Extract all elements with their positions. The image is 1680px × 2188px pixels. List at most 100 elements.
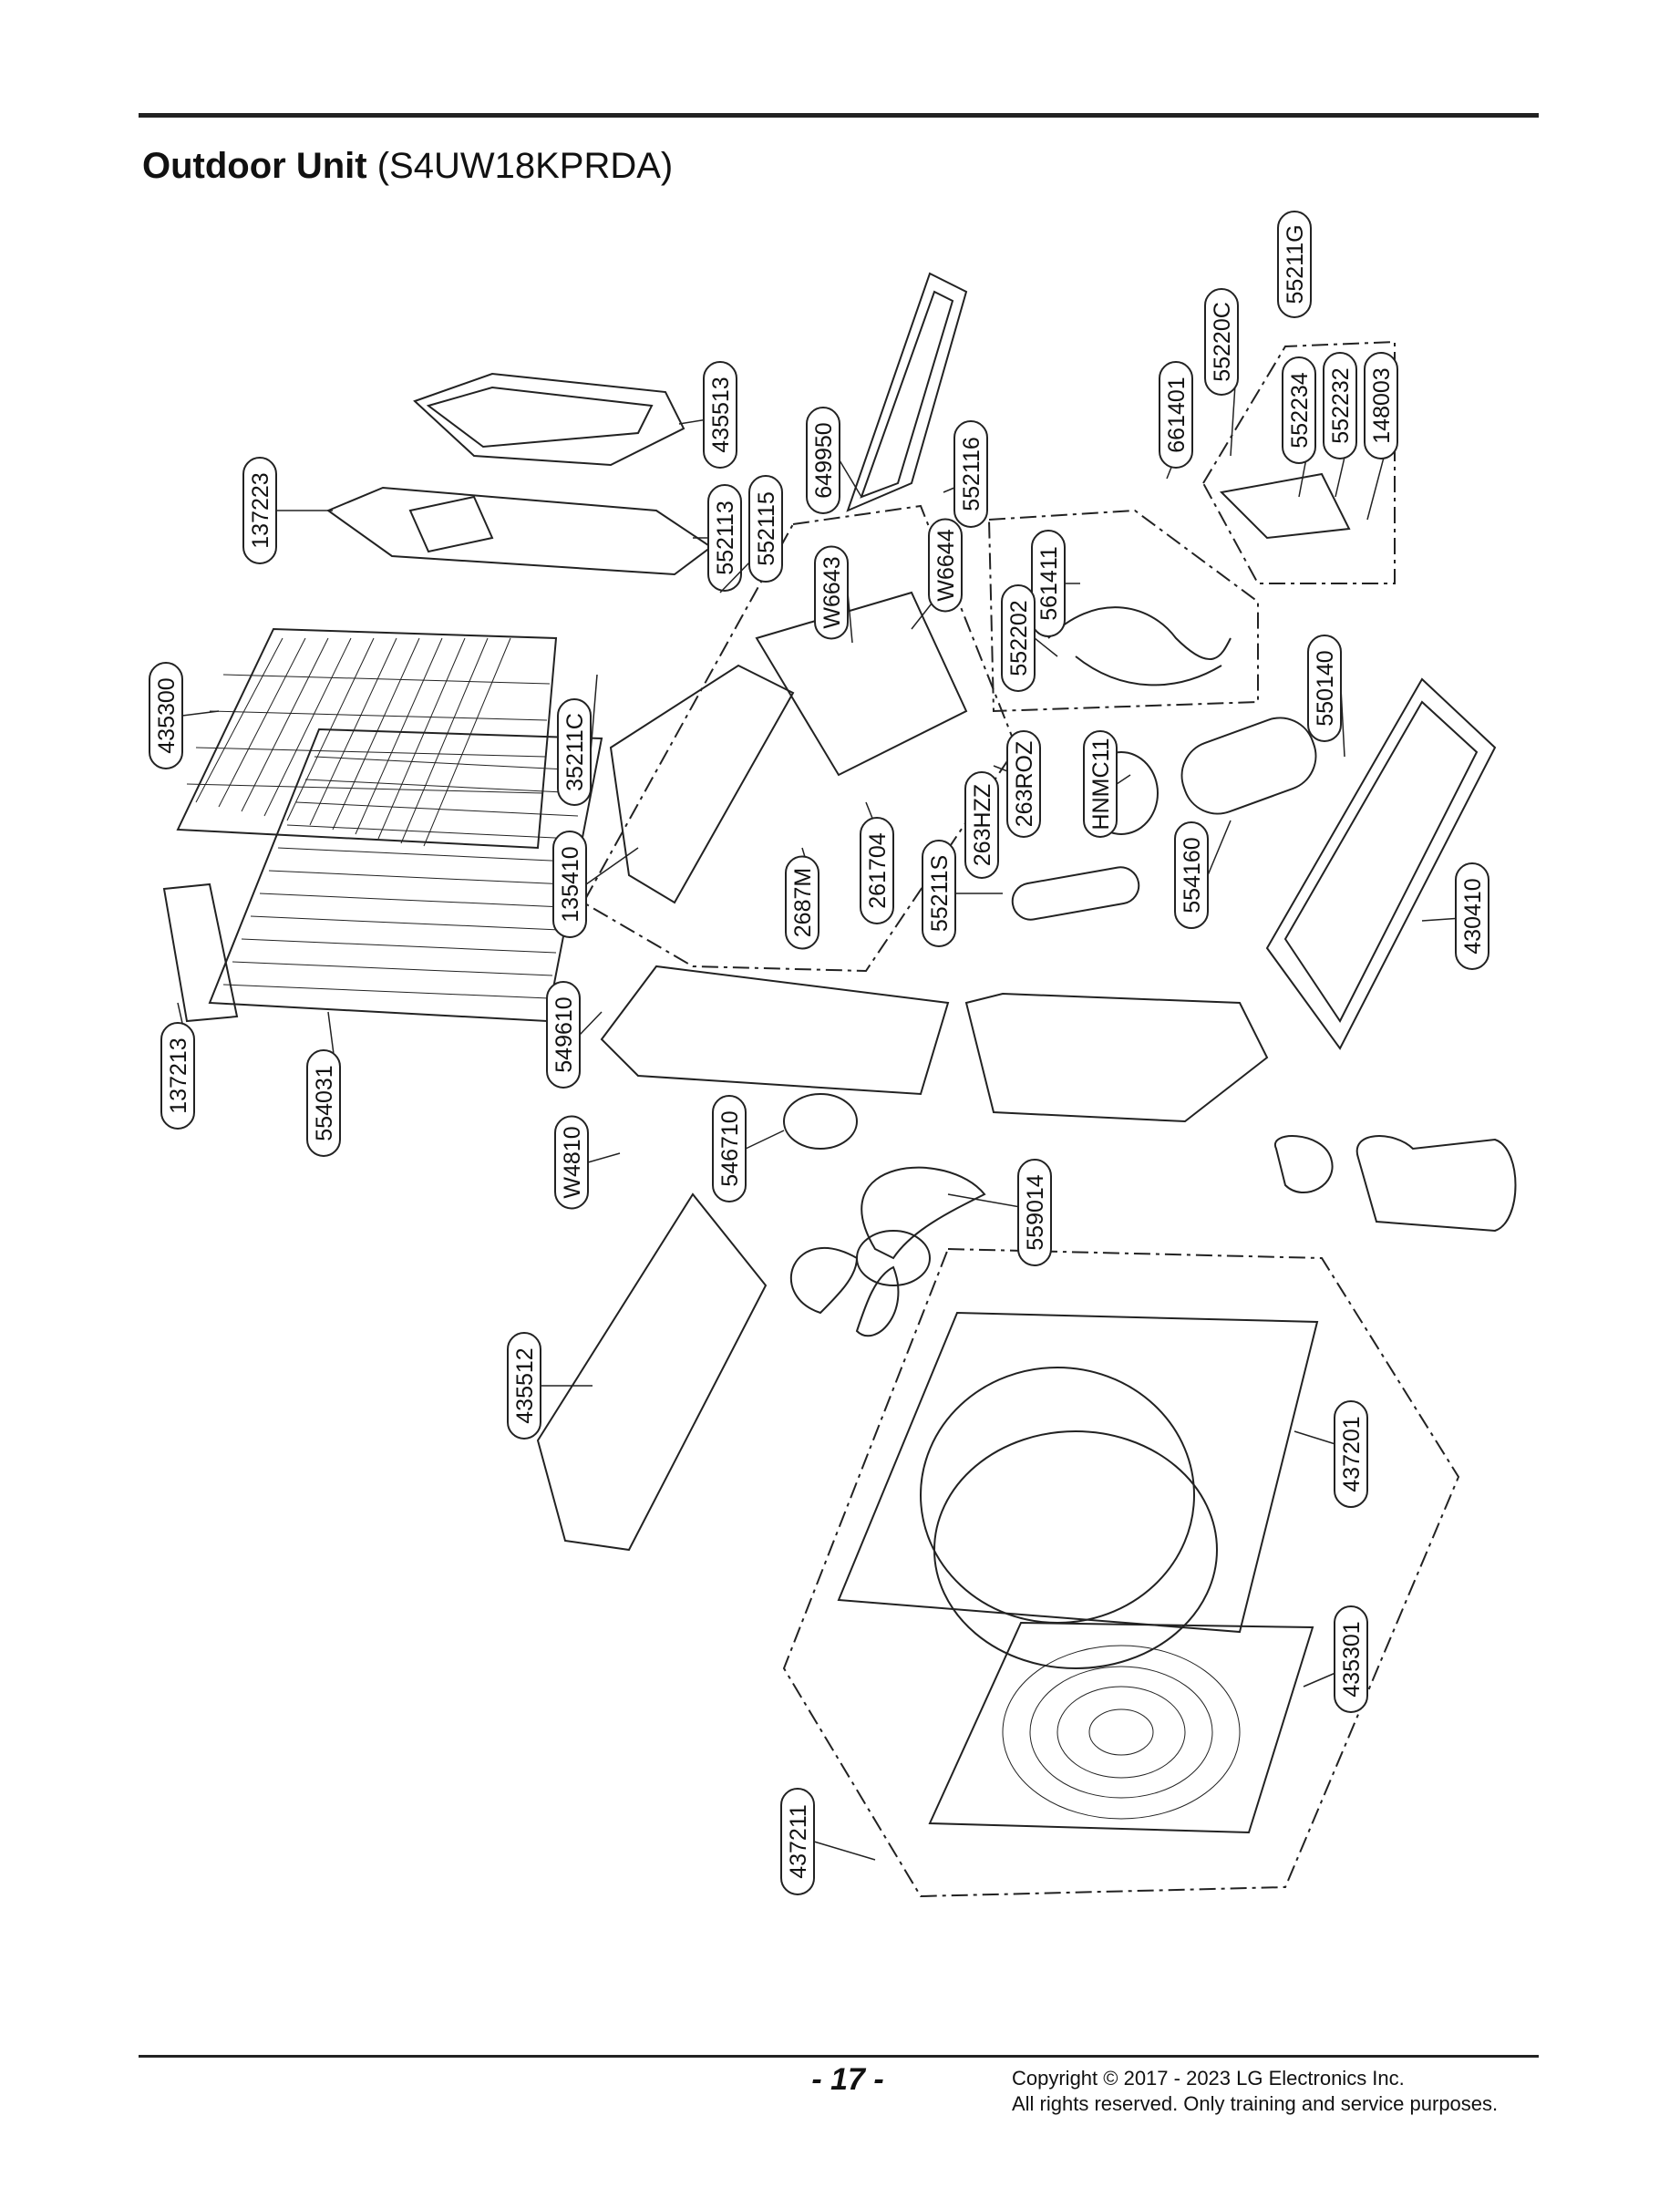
callout-55220c: 55220C [1204,288,1239,457]
discharge-grille-part [928,1621,1314,1834]
page-title-model: (S4UW18KPRDA) [376,146,674,186]
callout-badge [557,698,592,806]
callout-437201: 437201 [1293,1400,1368,1508]
callout-badge [1017,1159,1052,1266]
callout-546710: 546710 [712,1095,785,1202]
callout-badge [748,475,783,583]
callout-label: 554031 [312,1065,337,1140]
callout-badge [814,545,849,640]
callout-label: 263HZZ [970,784,995,866]
callout-label: 2687M [790,868,816,937]
copyright-line-1: Copyright © 2017 - 2023 LG Electronics I… [1012,2067,1405,2090]
callout-leader-line [587,1152,621,1163]
heat-exchanger-part [208,728,603,1023]
callout-label: 35211C [562,713,588,791]
callout-148003: 148003 [1364,352,1398,521]
callout-label: 552115 [754,491,779,566]
callout-leader-line [585,847,639,885]
callout-label: W4810 [560,1126,585,1198]
piping-group-boundary [987,509,1259,713]
callout-badge [953,420,988,528]
callout-badge [1455,862,1489,970]
front-panel-boundary [782,1247,1460,1898]
callout-552232: 552232 [1323,352,1357,498]
callout-badge [507,1332,541,1440]
rear-grille-part [176,627,558,850]
callout-55211g: 55211G [1277,211,1312,318]
callout-badge [1334,1605,1368,1713]
callout-badge [785,855,819,950]
callout-label: 55211S [927,855,953,932]
callout-label: 148003 [1369,367,1395,443]
callout-badge [160,1022,195,1130]
callout-label: W6644 [933,529,959,601]
callout-label: 554160 [1180,837,1205,913]
callout-137213: 137213 [160,1002,195,1130]
page-number: - 17 - [811,2062,884,2097]
callout-label: 552232 [1328,367,1354,443]
callout-561411: 561411 [1031,530,1080,637]
callout-badge [1083,730,1118,838]
callout-badge [242,457,277,564]
callout-559014: 559014 [947,1159,1052,1266]
callout-badge [707,484,742,592]
callout-label: 661401 [1164,377,1190,452]
callout-435512: 435512 [507,1332,593,1440]
callout-leader-line [579,1011,603,1036]
callout-w6644: W6644 [911,518,963,630]
callout-649950: 649950 [806,407,862,514]
callout-435301: 435301 [1303,1605,1368,1713]
callout-label: 546710 [717,1110,743,1186]
callout-label: 261704 [865,832,891,909]
control-box-part [609,664,795,904]
callout-435513: 435513 [678,361,737,469]
callout-hnmc11: HNMC11 [1083,730,1131,838]
callout-badge [552,831,587,938]
page-title: Outdoor Unit (S4UW18KPRDA) [142,144,673,188]
side-cover-part [536,1192,768,1552]
callout-label: 559014 [1023,1174,1048,1251]
control-cover-part [846,272,968,512]
control-box-boundary [582,504,1018,973]
callout-badge [554,1115,589,1210]
callout-label: 649950 [811,422,837,498]
callout-leader-line [1207,820,1232,876]
callout-label: HNMC11 [1088,738,1114,831]
callout-w4810: W4810 [554,1115,621,1210]
callout-leader-line [839,459,862,498]
callout-badge [1307,635,1342,742]
callout-549610: 549610 [546,981,603,1089]
callout-263roz: 263ROZ [993,730,1041,838]
callout-badge [712,1095,747,1202]
callout-badge [546,981,581,1089]
callout-badge [1001,584,1036,692]
callout-label: 435512 [512,1347,538,1423]
copyright-line-2: All rights reserved. Only training and s… [1012,2092,1499,2115]
callout-badge [1159,361,1193,469]
callout-437211: 437211 [780,1788,876,1895]
footer-rule [139,2055,1539,2058]
callout-554160: 554160 [1174,820,1232,929]
callout-leader-line [1116,774,1131,785]
callout-label: 430410 [1460,878,1486,954]
callout-leader-line [590,674,598,753]
callout-552115: 552115 [719,475,783,593]
callout-label: 549610 [551,996,577,1072]
callout-label: 552116 [959,437,984,511]
callout-430410: 430410 [1421,862,1489,970]
callout-badge [1031,530,1066,637]
callout-137223: 137223 [242,457,333,564]
callout-661401: 661401 [1159,361,1193,480]
callout-label: W6643 [819,556,845,628]
callout-label: 435300 [154,677,180,753]
callout-label: 55211G [1283,224,1308,304]
callout-label: 437211 [786,1804,811,1879]
compressor-part [1180,717,1317,815]
callout-badge [703,361,737,469]
copyright-notice: Copyright © 2017 - 2023 LG Electronics I… [1012,2066,1498,2117]
callout-badge [1174,821,1209,929]
base-pan-part [1265,677,1497,1050]
callout-badge [806,407,840,514]
callout-badge [1204,288,1239,396]
